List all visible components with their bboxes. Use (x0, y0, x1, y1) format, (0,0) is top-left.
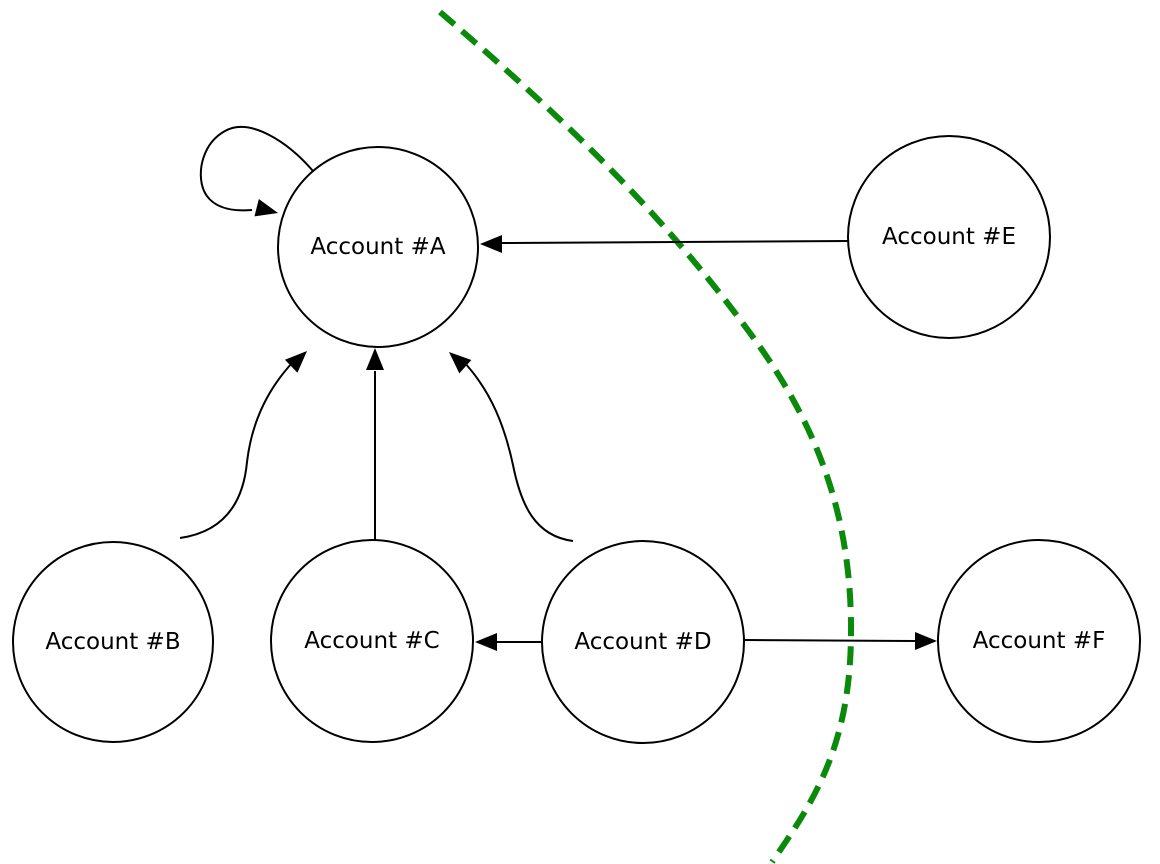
node-account-d: Account #D (541, 540, 745, 744)
edge-c-to-a (366, 348, 384, 540)
edge-line (501, 240, 849, 244)
arrowhead-icon (475, 633, 497, 651)
edge-line (179, 361, 294, 539)
edge-d-to-a (449, 352, 574, 542)
node-label: Account #B (45, 629, 180, 655)
node-label: Account #D (574, 629, 711, 655)
node-account-f: Account #F (937, 539, 1141, 743)
node-circle (277, 146, 479, 348)
node-account-a: Account #A (277, 146, 479, 348)
edge-d-to-f (743, 632, 937, 650)
arrowhead-icon (284, 351, 307, 373)
node-label: Account #A (310, 234, 445, 260)
node-circle (12, 541, 214, 743)
node-circle (937, 539, 1141, 743)
arrowhead-icon (480, 235, 502, 253)
edge-b-to-a (179, 351, 307, 539)
node-account-e: Account #E (847, 135, 1051, 339)
edge-line (199, 126, 314, 212)
edge-e-to-a (480, 235, 849, 253)
edge-d-to-c (475, 633, 543, 651)
arrowhead-icon (366, 348, 384, 370)
arrowhead-icon (915, 632, 937, 650)
arrowhead-icon (449, 352, 472, 374)
node-label: Account #C (304, 628, 440, 654)
node-circle (270, 539, 474, 743)
node-account-b: Account #B (12, 541, 214, 743)
partition-boundary-dashed-curve (438, 9, 855, 864)
node-circle (847, 135, 1051, 339)
node-label: Account #F (973, 628, 1106, 654)
node-circle (541, 540, 745, 744)
edge-line (462, 360, 574, 542)
edge-line (743, 639, 917, 642)
arrowhead-icon (254, 198, 278, 217)
node-label: Account #E (882, 224, 1016, 250)
edge-a-to-a (199, 126, 314, 217)
node-account-c: Account #C (270, 539, 474, 743)
